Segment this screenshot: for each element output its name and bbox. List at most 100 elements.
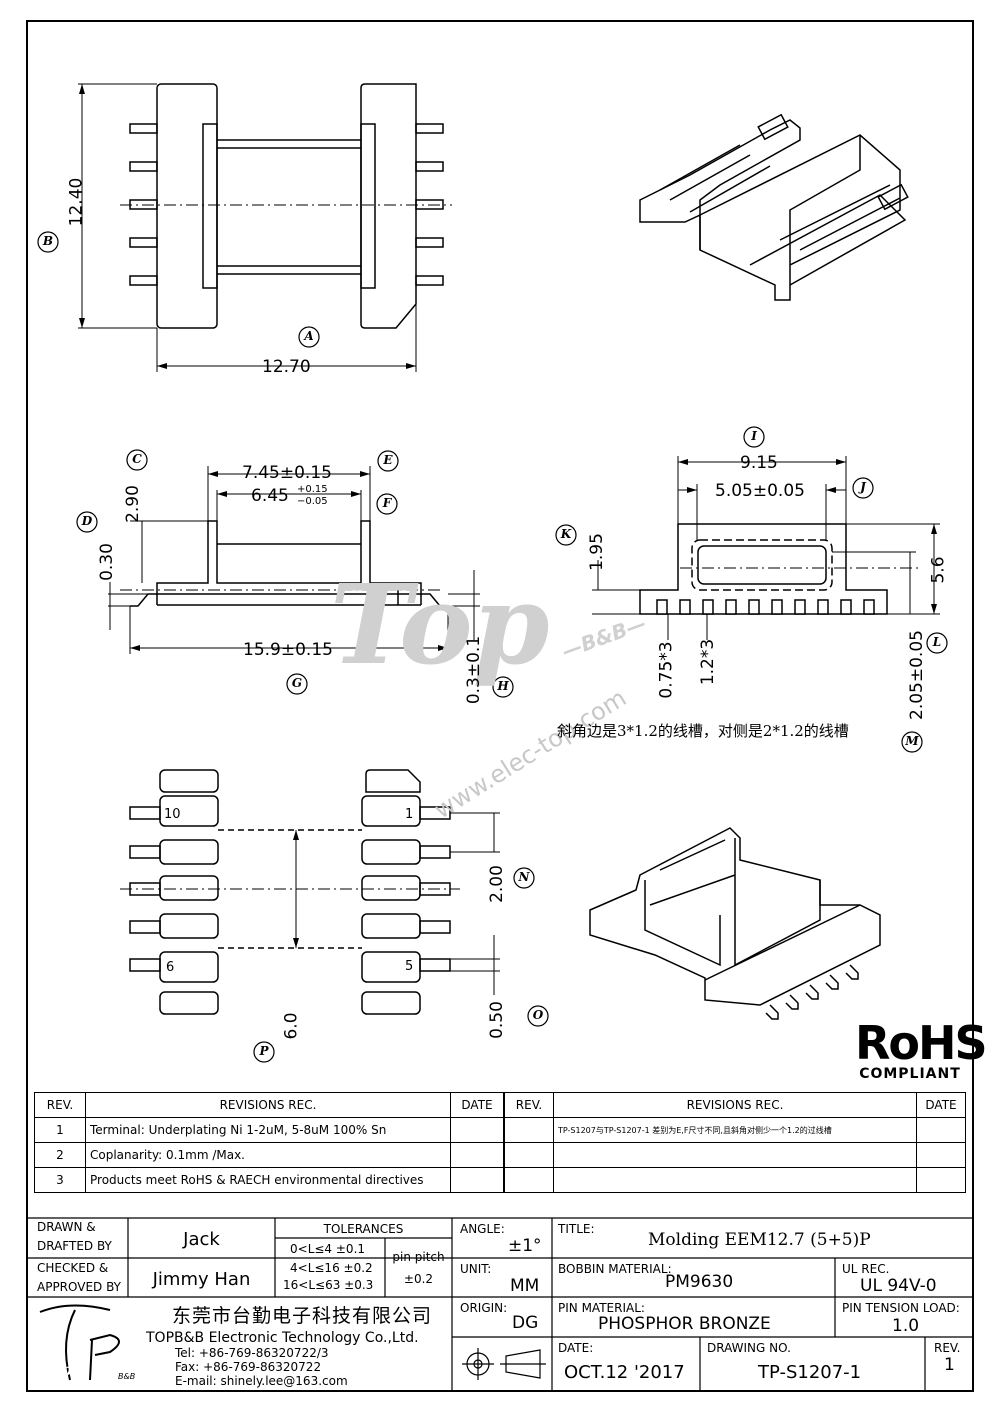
callout-h: H: [497, 679, 509, 693]
drawing-frame: [26, 20, 974, 1392]
tolerance-3: 16<L≤63 ±0.3: [283, 1278, 374, 1292]
callout-e: E: [383, 453, 393, 467]
pin-pitch-label: pin pitch: [392, 1250, 445, 1264]
rohs-badge: RoHS COMPLIANT: [855, 1016, 988, 1082]
date-value: OCT.12 '2017: [564, 1362, 685, 1383]
revisions-table-right: REV. REVISIONS REC. DATE TP-S1207与TP-S12…: [504, 1092, 966, 1193]
dim-0-75: 0.75*3: [656, 641, 677, 699]
company-fax: Fax: +86-769-86320722: [175, 1360, 322, 1374]
callout-circles: [37, 231, 948, 1063]
end-view: [592, 456, 940, 640]
callout-j: J: [860, 480, 866, 494]
callout-m: M: [905, 734, 919, 748]
callout-f: F: [382, 496, 392, 510]
rev-header: REV.: [504, 1092, 554, 1118]
rev-text: [553, 1167, 917, 1193]
tolerance-1: 0<L≤4 ±0.1: [290, 1242, 366, 1256]
isometric-top: [639, 113, 909, 301]
slot-note: 斜角边是3*1.2的线槽，对侧是2*1.2的线槽: [557, 722, 849, 740]
dim-1-95: 1.95: [586, 533, 607, 571]
rev-no: [504, 1117, 554, 1143]
tolerance-2: 4<L≤16 ±0.2: [290, 1261, 373, 1275]
revisions-header: REVISIONS REC.: [85, 1092, 451, 1118]
rev-text: Products meet RoHS & RAECH environmental…: [85, 1167, 451, 1193]
pin-pitch-value: ±0.2: [403, 1272, 434, 1286]
rev-header: REV.: [34, 1092, 86, 1118]
pin-label-1: 1: [405, 807, 414, 822]
drawn-label-1: DRAWN &: [37, 1220, 96, 1234]
checked-label-1: CHECKED &: [37, 1261, 109, 1275]
pin-tension-value: 1.0: [892, 1316, 920, 1336]
dim-5-6: 5.6: [928, 556, 949, 584]
pin-tension-label: PIN TENSION LOAD:: [842, 1301, 960, 1315]
date-header: DATE: [450, 1092, 504, 1118]
dim-15-9: 15.9±0.15: [243, 640, 333, 660]
rev-date: [916, 1117, 966, 1143]
callout-d: D: [81, 514, 93, 528]
dim-0-30: 0.30: [96, 543, 117, 581]
dim-6-45-tol-dn: −0.05: [297, 496, 328, 507]
dim-6-45-tol-up: +0.15: [297, 484, 328, 495]
dim-12-40: 12.40: [66, 177, 87, 227]
ul-rec-value: UL 94V-0: [860, 1276, 937, 1296]
rev-no: [504, 1167, 554, 1193]
rev-no: 1: [34, 1117, 86, 1143]
tolerances-label: TOLERANCES: [323, 1222, 404, 1236]
callout-p: P: [259, 1044, 269, 1058]
dim-2-00: 2.00: [486, 865, 507, 903]
rev-date: [450, 1167, 504, 1193]
dim-7-45: 7.45±0.15: [242, 463, 332, 483]
isometric-pins: [765, 964, 859, 1020]
pin-material-value: PHOSPHOR BRONZE: [598, 1314, 771, 1334]
table-row: 3 Products meet RoHS & RAECH environment…: [34, 1167, 504, 1193]
bobbin-material-value: PM9630: [665, 1272, 734, 1292]
date-header: DATE: [916, 1092, 966, 1118]
checked-by: Jimmy Han: [152, 1269, 251, 1290]
callout-l: L: [932, 635, 942, 649]
company-name-cn: 东莞市台勤电子科技有限公司: [172, 1305, 433, 1327]
title-label: TITLE:: [558, 1222, 595, 1236]
company-logo-sub: B&B: [118, 1372, 136, 1381]
company-tel: Tel: +86-769-86320722/3: [175, 1346, 329, 1360]
dim-6-45: 6.45: [251, 486, 289, 506]
callout-b: B: [42, 234, 54, 248]
bobbin-material-label: BOBBIN MATERIAL:: [558, 1262, 672, 1276]
unit-label: UNIT:: [460, 1262, 492, 1276]
rohs-title: RoHS: [855, 1016, 988, 1070]
checked-label-2: APPROVED BY: [37, 1280, 122, 1294]
pin-label-6: 6: [166, 960, 175, 975]
rev-date: [450, 1142, 504, 1168]
projection-symbol-icon: [462, 1348, 546, 1380]
rev-no: [504, 1142, 554, 1168]
top-view: [78, 83, 452, 372]
rev-date: [916, 1167, 966, 1193]
rev-value: 1: [944, 1355, 955, 1375]
watermark-logo: Top: [330, 560, 550, 689]
rev-date: [916, 1142, 966, 1168]
rev-text: Coplanarity: 0.1mm /Max.: [85, 1142, 451, 1168]
rev-date: [450, 1117, 504, 1143]
table-row: [504, 1167, 966, 1193]
company-email: E-mail: shinely.lee@163.com: [175, 1374, 348, 1388]
callout-g: G: [291, 676, 303, 690]
table-row: TP-S1207与TP-S1207-1 差别为E,F尺寸不同,且斜角对侧少一个1…: [504, 1117, 966, 1143]
revisions-table-left: REV. REVISIONS REC. DATE 1 Terminal: Und…: [34, 1092, 504, 1193]
callout-o: O: [532, 1008, 544, 1022]
pin-label-5: 5: [405, 959, 414, 974]
rev-text: Terminal: Underplating Ni 1-2uM, 5-8uM 1…: [85, 1117, 451, 1143]
dim-5-05: 5.05±0.05: [715, 481, 805, 501]
callout-k: K: [560, 527, 572, 541]
unit-value: MM: [510, 1276, 540, 1296]
origin-value: DG: [512, 1313, 539, 1333]
bottom-view: [120, 769, 500, 1015]
dim-12-70: 12.70: [262, 357, 311, 377]
callout-a: A: [304, 329, 314, 343]
side-view: [108, 466, 480, 654]
drawn-label-2: DRAFTED BY: [37, 1239, 112, 1253]
date-label: DATE:: [558, 1341, 594, 1355]
dim-2-05: 2.05±0.05: [906, 630, 927, 720]
title-value: Molding EEM12.7 (5+5)P: [648, 1230, 871, 1250]
callout-c: C: [132, 452, 142, 466]
company-name-en: TOPB&B Electronic Technology Co.,Ltd.: [146, 1330, 419, 1346]
